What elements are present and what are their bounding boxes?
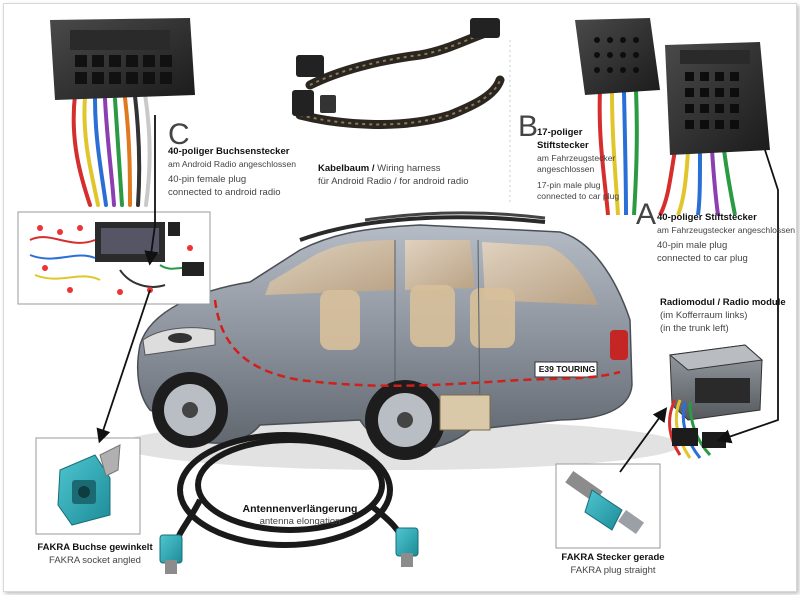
car-badge: E39 TOURING [538,364,596,374]
fakra-plug-title-de: FAKRA Stecker gerade [561,552,665,563]
connector-b-title-1: 17-poliger [537,127,583,138]
car-illustration [120,211,680,470]
connector-b-title-2: Stiftstecker [537,139,589,151]
antenna-title-en: antenna elongation [259,516,341,528]
connector-b-desc-en-1: 17-pin male plug [537,179,601,190]
connector-b-label: 17-poliger Stiftstecker am Fahrzeugsteck… [537,127,627,203]
fakra-plug-title-en: FAKRA plug straight [570,564,656,576]
harness-title-en: Wiring harness [377,163,441,174]
connector-c-label: 40-poliger Buchsenstecker am Android Rad… [168,146,318,200]
connector-b-desc-de-2: angeschlossen [537,164,595,175]
connector-c-letter: C [168,118,190,151]
connector-a-desc-en: connected to car plug [657,253,748,265]
connector-b-desc-en-2: connected to car plug [537,191,620,202]
fakra-socket-inset [35,437,141,535]
fakra-plug-label: FAKRA Stecker gerade FAKRA plug straight [548,552,678,578]
connector-b-desc-de-1: am Fahrzeugstecker [537,152,616,163]
connector-c-title-de: 40-poliger Buchsenstecker [168,146,290,157]
radio-module-box [668,344,764,459]
antenna-title-de: Antennenverlängerung [242,503,358,515]
wiring-harness [292,18,505,129]
connector-c-title-en: 40-pin female plug [168,174,247,186]
fakra-socket-title-de: FAKRA Buchse gewinkelt [37,542,153,553]
connector-a-desc-de: am Fahrzeugstecker angeschlossen [657,224,796,235]
radio-inset-panel [17,211,211,305]
connector-a-letter: A [636,198,657,231]
connector-c-desc-de: am Android Radio angeschlossen [168,158,297,169]
connector-a-plug [658,42,770,216]
connector-b-plug [575,18,660,216]
radio-module-title: Radiomodul / Radio module [660,297,786,308]
radio-module-line2: (in the trunk left) [660,322,729,334]
fakra-plug-inset [555,463,661,549]
harness-label: Kabelbaum / Wiring harness für Android R… [318,163,488,189]
harness-title-de: Kabelbaum / [318,163,375,174]
fakra-socket-label: FAKRA Buchse gewinkelt FAKRA socket angl… [30,542,160,568]
connector-a-title-de: 40-poliger Stiftstecker [657,212,757,223]
connector-a-label: 40-poliger Stiftstecker am Fahrzeugsteck… [657,212,797,266]
radio-module-label: Radiomodul / Radio module (im Kofferraum… [660,297,796,335]
pointer-arrows [96,115,779,473]
antenna-cable [159,432,419,574]
connector-c-plug [50,18,195,207]
connector-b-letter: B [518,110,539,143]
connector-c-desc-en: connected to android radio [168,187,281,199]
antenna-label: Antennenverlängerung antenna elongation [230,502,370,529]
harness-desc: für Android Radio / for android radio [318,175,469,187]
radio-module-line1: (im Kofferraum links) [660,309,748,321]
fakra-socket-title-en: FAKRA socket angled [49,554,141,566]
connector-a-title-en: 40-pin male plug [657,240,728,252]
